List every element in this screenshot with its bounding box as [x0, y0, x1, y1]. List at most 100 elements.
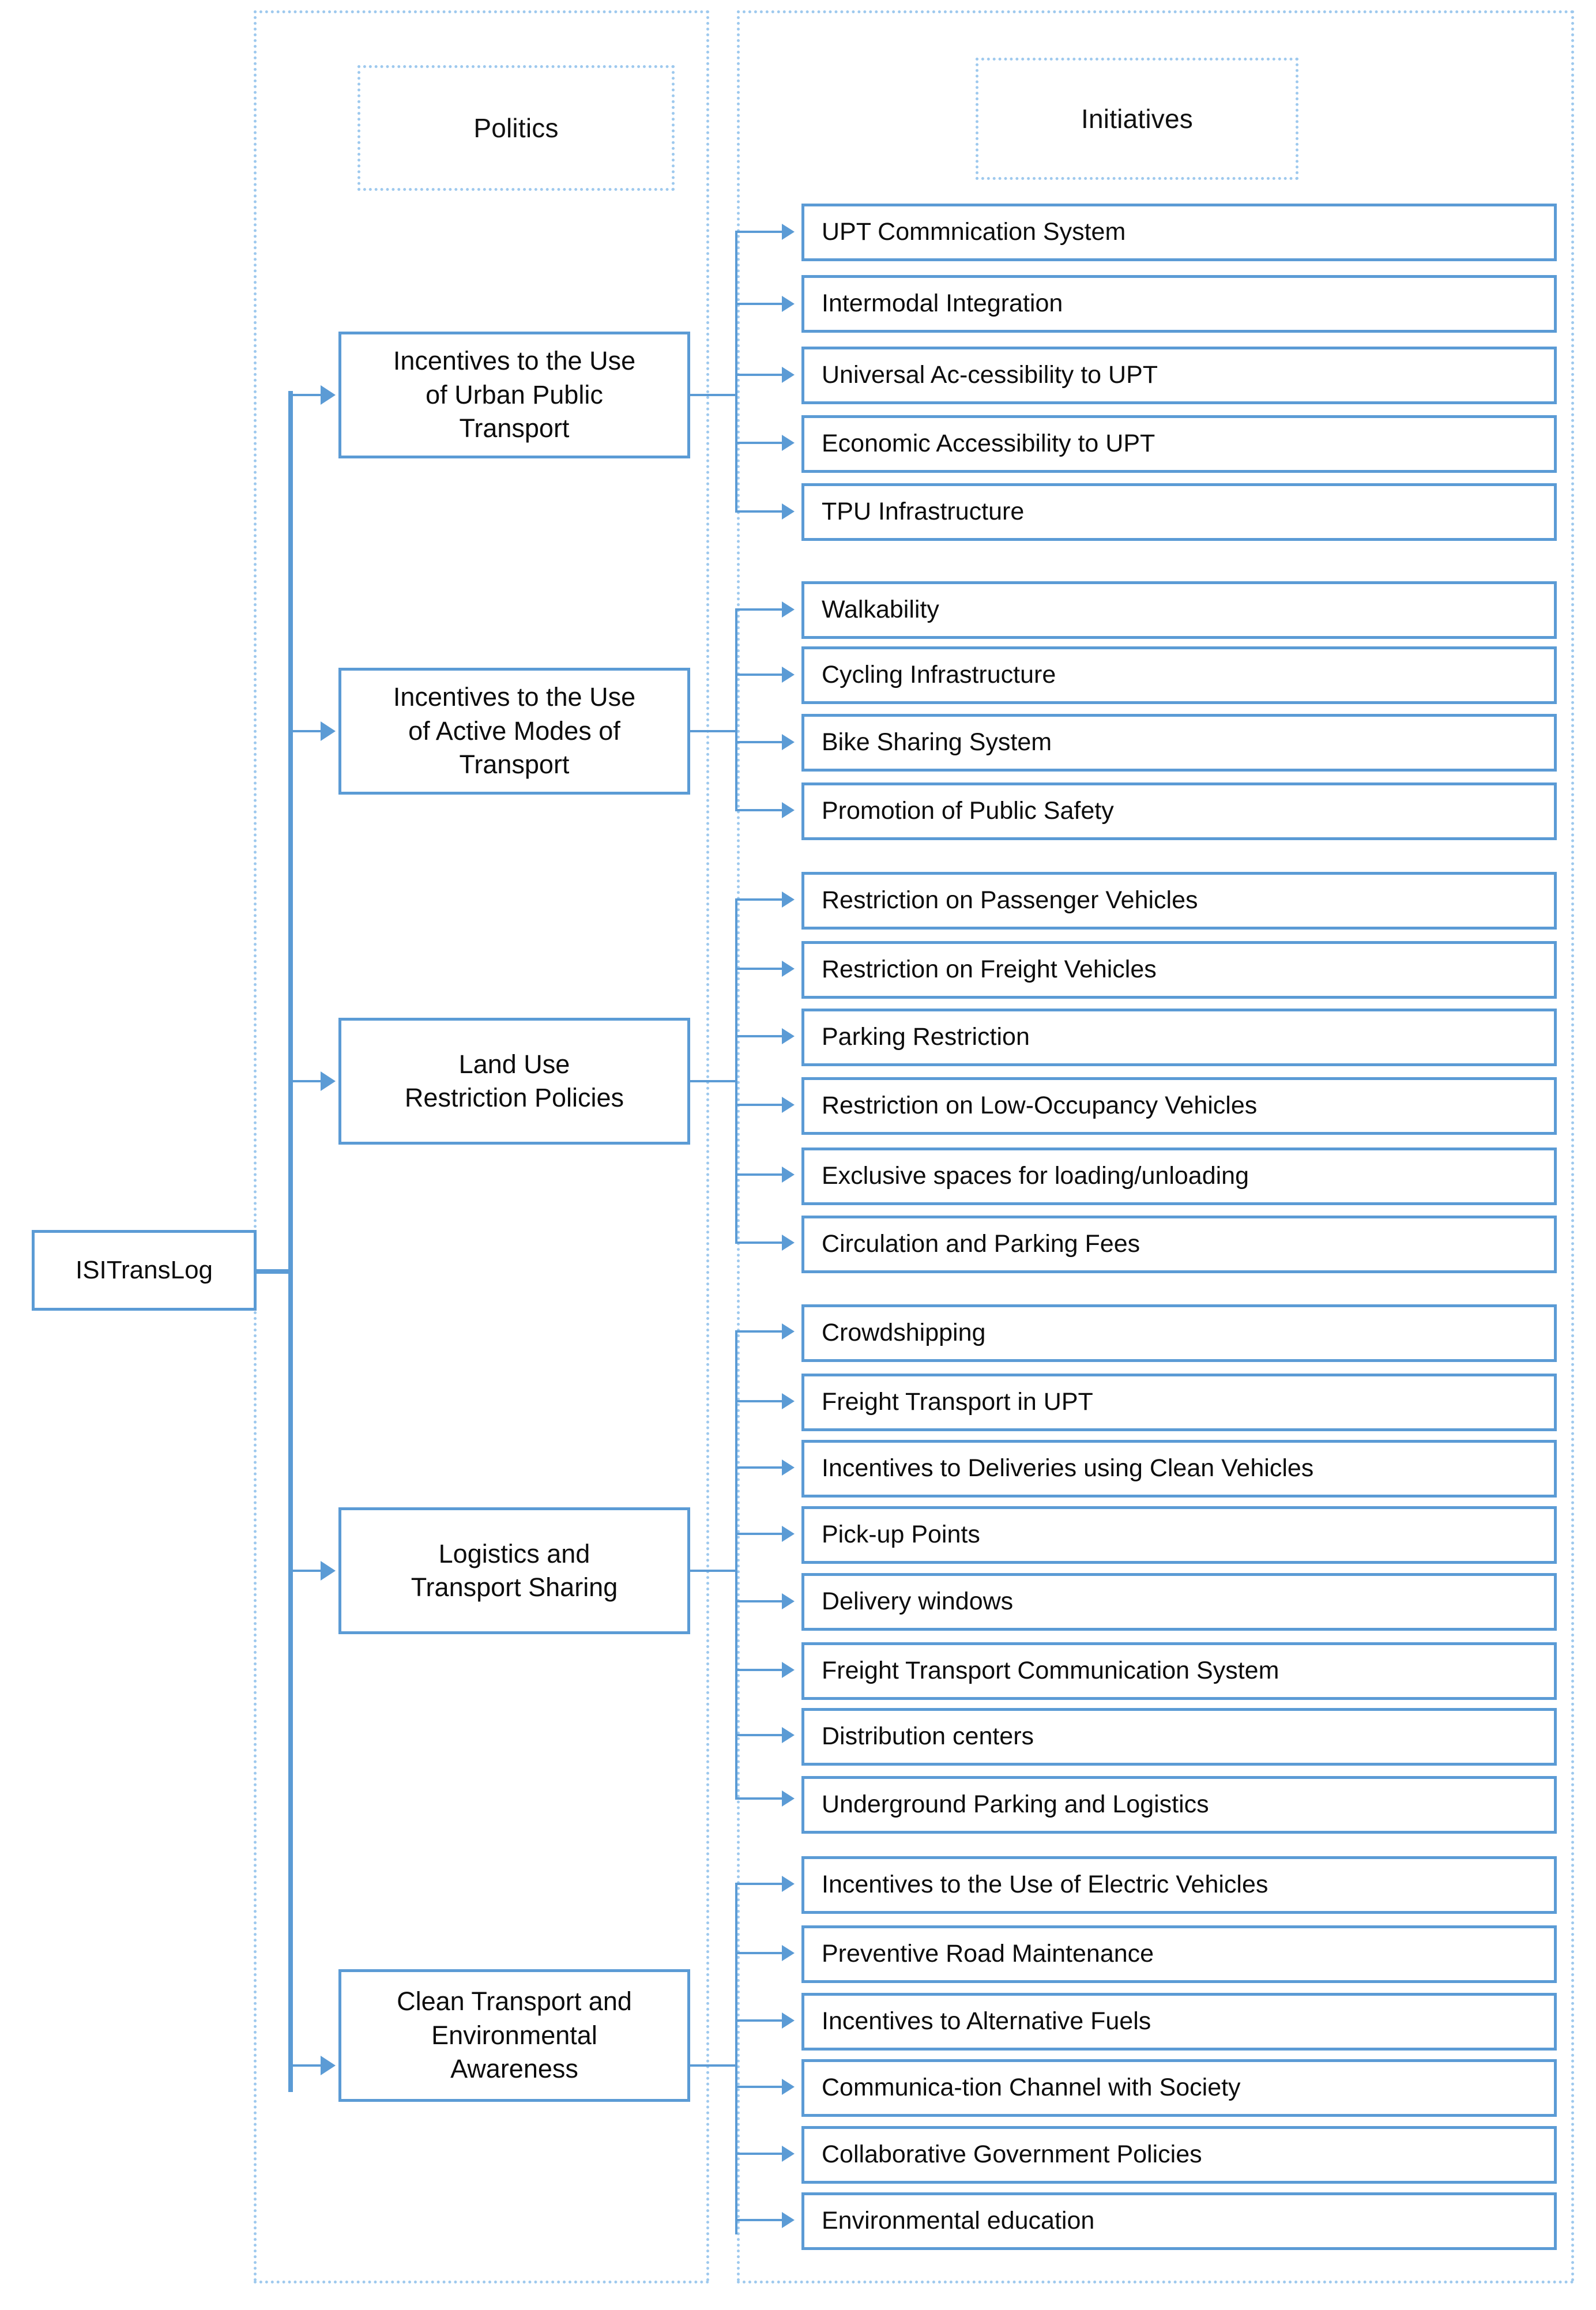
- branch-1-3-line: [735, 442, 784, 444]
- policy-5-out-line: [690, 2064, 736, 2067]
- initiative-box[interactable]: Pick-up Points: [801, 1506, 1557, 1564]
- branch-5-0-arrow: [782, 1876, 795, 1892]
- initiative-box[interactable]: Incentives to Alternative Fuels: [801, 1993, 1557, 2051]
- branch-4-2-line: [735, 1466, 784, 1469]
- branch-3-5-line: [735, 1241, 784, 1244]
- trunk-to-policy-1-line: [293, 394, 321, 396]
- policy-box-urban-public-transport[interactable]: Incentives to the Use of Urban Public Tr…: [338, 332, 690, 458]
- branch-2-1-arrow: [782, 667, 795, 683]
- initiative-label: UPT Commnication System: [822, 218, 1126, 246]
- initiative-box[interactable]: Environmental education: [801, 2192, 1557, 2250]
- policy-3-branch-trunk: [735, 898, 737, 1241]
- branch-3-3-line: [735, 1104, 784, 1106]
- initiative-box[interactable]: TPU Infrastructure: [801, 483, 1557, 541]
- branch-1-3-arrow: [782, 435, 795, 451]
- initiative-box[interactable]: Exclusive spaces for loading/unloading: [801, 1148, 1557, 1205]
- policy-label: Clean Transport and Environmental Awaren…: [397, 1987, 632, 2084]
- initiative-box[interactable]: Delivery windows: [801, 1573, 1557, 1631]
- initiative-box[interactable]: Universal Ac-cessibility to UPT: [801, 347, 1557, 404]
- trunk-to-policy-5-arrow: [321, 2056, 336, 2075]
- initiative-label: Intermodal Integration: [822, 289, 1063, 318]
- initiative-box[interactable]: Economic Accessibility to UPT: [801, 415, 1557, 473]
- policy-box-land-use-restriction[interactable]: Land Use Restriction Policies: [338, 1018, 690, 1145]
- policy-label: Incentives to the Use of Active Modes of…: [393, 682, 636, 780]
- initiative-box[interactable]: Cycling Infrastructure: [801, 646, 1557, 704]
- branch-4-6-arrow: [782, 1727, 795, 1743]
- policy-box-logistics-transport-sharing[interactable]: Logistics and Transport Sharing: [338, 1507, 690, 1634]
- branch-5-2-line: [735, 2019, 784, 2022]
- initiative-box[interactable]: Freight Transport Communication System: [801, 1642, 1557, 1700]
- initiative-box[interactable]: Freight Transport in UPT: [801, 1374, 1557, 1431]
- initiative-label: Incentives to the Use of Electric Vehicl…: [822, 1871, 1268, 1899]
- branch-3-2-arrow: [782, 1028, 795, 1044]
- initiative-box[interactable]: Underground Parking and Logistics: [801, 1776, 1557, 1834]
- initiative-box[interactable]: Incentives to the Use of Electric Vehicl…: [801, 1856, 1557, 1914]
- root-trunk-vertical: [288, 391, 293, 2092]
- initiative-box[interactable]: Distribution centers: [801, 1708, 1557, 1766]
- policy-box-active-modes[interactable]: Incentives to the Use of Active Modes of…: [338, 668, 690, 795]
- initiative-box[interactable]: UPT Commnication System: [801, 204, 1557, 261]
- branch-4-0-arrow: [782, 1323, 795, 1340]
- initiative-label: Circulation and Parking Fees: [822, 1230, 1140, 1258]
- branch-1-4-arrow: [782, 503, 795, 520]
- initiative-box[interactable]: Incentives to Deliveries using Clean Veh…: [801, 1440, 1557, 1498]
- politics-header-label: Politics: [473, 113, 559, 143]
- initiative-box[interactable]: Intermodal Integration: [801, 275, 1557, 333]
- branch-5-3-line: [735, 2086, 784, 2088]
- trunk-to-policy-5-line: [293, 2064, 321, 2067]
- initiative-box[interactable]: Walkability: [801, 581, 1557, 639]
- trunk-to-policy-1-arrow: [321, 385, 336, 405]
- initiative-label: Delivery windows: [822, 1587, 1014, 1616]
- branch-5-4-line: [735, 2153, 784, 2155]
- initiative-box[interactable]: Collaborative Government Policies: [801, 2126, 1557, 2184]
- initiative-label: Incentives to Deliveries using Clean Veh…: [822, 1454, 1314, 1483]
- initiative-box[interactable]: Promotion of Public Safety: [801, 782, 1557, 840]
- branch-1-1-arrow: [782, 296, 795, 312]
- branch-4-1-arrow: [782, 1393, 795, 1409]
- branch-3-2-line: [735, 1035, 784, 1037]
- branch-2-1-line: [735, 674, 784, 676]
- branch-2-3-line: [735, 809, 784, 811]
- initiative-label: Universal Ac-cessibility to UPT: [822, 361, 1158, 389]
- branch-5-2-arrow: [782, 2012, 795, 2029]
- initiative-box[interactable]: Parking Restriction: [801, 1009, 1557, 1066]
- initiative-box[interactable]: Restriction on Low-Occupancy Vehicles: [801, 1077, 1557, 1135]
- initiatives-column-container: [737, 10, 1574, 2283]
- branch-1-2-line: [735, 374, 784, 376]
- policy-1-out-line: [690, 394, 736, 396]
- branch-4-4-line: [735, 1600, 784, 1602]
- branch-3-4-arrow: [782, 1167, 795, 1183]
- branch-4-0-line: [735, 1330, 784, 1333]
- politics-column-container: [254, 10, 709, 2283]
- branch-3-0-arrow: [782, 891, 795, 908]
- branch-3-0-line: [735, 898, 784, 901]
- branch-1-0-line: [735, 231, 784, 233]
- initiative-box[interactable]: Communica-tion Channel with Society: [801, 2059, 1557, 2117]
- branch-4-7-line: [735, 1797, 784, 1800]
- initiative-label: Bike Sharing System: [822, 728, 1052, 757]
- initiative-box[interactable]: Bike Sharing System: [801, 714, 1557, 772]
- branch-1-0-arrow: [782, 224, 795, 240]
- initiative-box[interactable]: Restriction on Freight Vehicles: [801, 941, 1557, 999]
- branch-2-0-line: [735, 608, 784, 611]
- initiative-label: Pick-up Points: [822, 1521, 980, 1549]
- branch-5-1-arrow: [782, 1945, 795, 1961]
- policy-5-branch-trunk: [735, 1883, 737, 2234]
- initiative-box[interactable]: Restriction on Passenger Vehicles: [801, 872, 1557, 930]
- policy-2-branch-trunk: [735, 608, 737, 810]
- branch-2-2-line: [735, 741, 784, 743]
- initiative-box[interactable]: Preventive Road Maintenance: [801, 1925, 1557, 1983]
- branch-5-3-arrow: [782, 2079, 795, 2095]
- initiative-label: Freight Transport in UPT: [822, 1388, 1093, 1416]
- initiative-label: Restriction on Freight Vehicles: [822, 955, 1157, 984]
- branch-5-1-line: [735, 1952, 784, 1954]
- root-node-isitranslog[interactable]: ISITransLog: [32, 1230, 257, 1311]
- initiative-label: Communica-tion Channel with Society: [822, 2074, 1241, 2102]
- policy-box-clean-transport-environmental-awareness[interactable]: Clean Transport and Environmental Awaren…: [338, 1969, 690, 2102]
- trunk-to-policy-3-arrow: [321, 1071, 336, 1091]
- initiative-box[interactable]: Crowdshipping: [801, 1304, 1557, 1362]
- branch-4-5-arrow: [782, 1662, 795, 1678]
- initiative-box[interactable]: Circulation and Parking Fees: [801, 1216, 1557, 1273]
- initiative-label: Incentives to Alternative Fuels: [822, 2007, 1151, 2036]
